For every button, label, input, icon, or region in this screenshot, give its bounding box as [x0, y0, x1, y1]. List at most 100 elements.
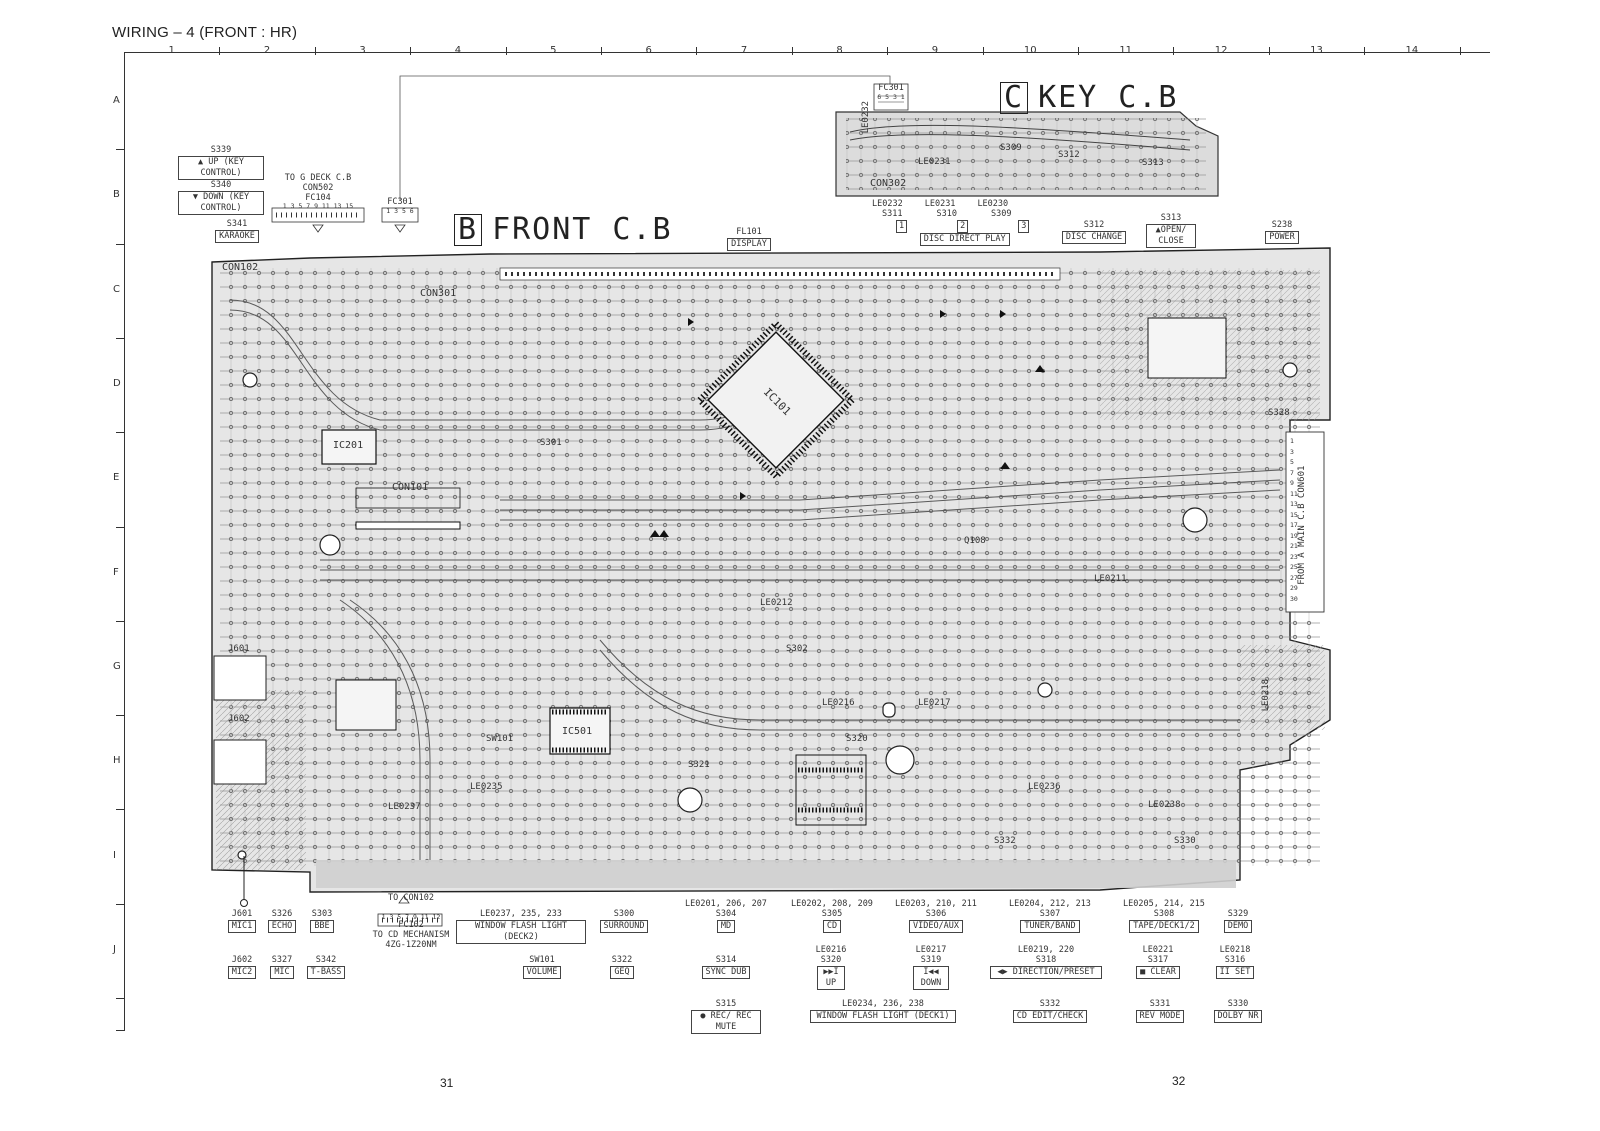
s316-ref: S316 [1224, 954, 1246, 965]
front-board-letter: B [454, 214, 483, 246]
disc-direct-function: DISC DIRECT PLAY [919, 232, 1010, 246]
fl101-label: FL101 DISPLAY [722, 227, 776, 251]
row-tick [116, 243, 125, 245]
s315-ref: S315 [715, 999, 737, 1009]
fc301-key-ref: FC301 [878, 83, 904, 93]
s302-board-ref: S302 [786, 644, 808, 654]
j601-label: J601 MIC1 [226, 909, 258, 933]
s312-ref: S312 [1083, 220, 1105, 230]
s332-board-ref: S332 [994, 836, 1016, 846]
row-tick [116, 526, 125, 528]
fc104-pins: 1 3 5 7 9 11 13 15 [282, 202, 354, 211]
s326-ref: S326 [271, 909, 293, 919]
column-tick [410, 47, 412, 55]
con601-pin: 5 [1290, 458, 1294, 466]
row-tick [116, 620, 125, 622]
ic101-chip [695, 319, 857, 481]
le0217-ref: LE0217 [915, 945, 947, 955]
s318-ref: S318 [1035, 954, 1057, 965]
s332-function: CD EDIT/CHECK [1012, 1009, 1088, 1023]
column-number-8: 8 [836, 45, 843, 56]
s314-label: S314 SYNC DUB [694, 955, 758, 979]
column-tick [1268, 47, 1270, 55]
le0218-board-ref: LE0218 [1261, 678, 1272, 712]
column-tick [1173, 47, 1175, 55]
s307-function: TUNER/BAND [1020, 919, 1080, 933]
s339-function: ▲ UP (KEY CONTROL) [178, 155, 264, 180]
j601-board-ref: J601 [228, 644, 250, 654]
con601-pin: 3 [1290, 447, 1294, 456]
s306-leds: LE0203, 210, 211 [895, 899, 977, 909]
column-tick [505, 47, 507, 55]
column-number-9: 9 [931, 45, 939, 56]
s331-label: S331 REV MODE [1128, 999, 1192, 1023]
le0211-board-ref: LE0211 [1094, 574, 1127, 584]
s319-function: I◀◀ DOWN [913, 965, 949, 990]
fc301-front-label: FC301 1 3 5 6 [380, 197, 420, 215]
column-number-2: 2 [263, 45, 271, 56]
le0219-ref: LE0219, 220 [1017, 945, 1075, 955]
fc102-label: TO CON102 1 3 5 7 9 11 12 FC102 TO CD ME… [356, 893, 466, 951]
s300-ref: S300 [613, 909, 635, 919]
column-number-12: 12 [1214, 45, 1228, 56]
le0234-function: WINDOW FLASH LIGHT (DECK1) [810, 1009, 956, 1023]
fc301-key-pins: 6 5 3 1 [877, 92, 905, 101]
con302-ref: CON302 [870, 178, 907, 189]
fc102-line1: TO CON102 [387, 893, 435, 903]
column-number-11: 11 [1119, 45, 1133, 56]
fl101-function: DISPLAY [727, 237, 771, 251]
s315-function: ● REC/ REC MUTE [691, 1009, 761, 1034]
disc-2-key: 2 [957, 219, 969, 233]
s331-ref: S331 [1149, 999, 1171, 1009]
s322-ref: S322 [611, 955, 633, 965]
column-number-5: 5 [550, 45, 557, 56]
s332-label: S332 CD EDIT/CHECK [1000, 999, 1100, 1023]
s313-ref: S313 [1160, 213, 1182, 223]
s303-label: S303 BBE [306, 909, 338, 933]
s307-label: LE0204, 212, 213 S307 TUNER/BAND [1000, 899, 1100, 933]
j602-label: J602 MIC2 [226, 955, 258, 979]
s341-ref: S341 [226, 219, 248, 229]
row-letter-G: G [113, 660, 121, 672]
s316-label: LE0218 S316 II SET [1212, 945, 1258, 979]
con601-pin: 23 [1290, 552, 1298, 561]
key-board-name: KEY C.B [1038, 80, 1179, 115]
le0216-ref: LE0216 [815, 945, 847, 955]
row-tick [116, 149, 125, 151]
le0238-board-ref: LE0238 [1148, 800, 1181, 810]
column-tick [219, 47, 221, 55]
s321-board-ref: S321 [688, 760, 710, 770]
con601-pin: 1 [1290, 437, 1294, 445]
fc102-line2: TO CD MECHANISM [372, 930, 450, 940]
row-tick [116, 432, 125, 434]
s303-function: BBE [310, 919, 334, 933]
s310-ref: S310 [936, 208, 957, 219]
le0232-key-ref: LE0232 [861, 100, 872, 134]
s300-label: S300 SURROUND [594, 909, 654, 933]
s238-ref: S238 [1271, 220, 1293, 230]
s318-label: LE0219, 220 S318 ◀▶ DIRECTION/PRESET [990, 945, 1102, 979]
s331-function: REV MODE [1135, 1009, 1185, 1023]
con601-pin: 29 [1290, 584, 1298, 592]
fc102-pins: 1 3 5 7 9 11 12 [381, 912, 441, 921]
s311-ref: S311 [882, 208, 903, 219]
con101-ref: CON101 [392, 482, 429, 493]
s307-leds: LE0204, 212, 213 [1009, 899, 1091, 909]
row-tick [116, 903, 125, 905]
s309-ref: S309 [990, 208, 1012, 219]
s330-label: S330 DOLBY NR [1206, 999, 1270, 1023]
s308-function: TAPE/DECK1/2 [1129, 919, 1199, 933]
row-letter-D: D [113, 378, 121, 390]
fl101-ref: FL101 [736, 227, 762, 237]
row-letter-J: J [113, 943, 116, 955]
column-number-3: 3 [359, 45, 366, 56]
column-tick [1078, 47, 1079, 55]
row-tick [116, 998, 125, 999]
s319-ref: S319 [920, 954, 942, 965]
s304-leds: LE0201, 206, 207 [685, 899, 767, 909]
column-tick [982, 47, 984, 55]
con601-pin: 15 [1290, 510, 1298, 519]
